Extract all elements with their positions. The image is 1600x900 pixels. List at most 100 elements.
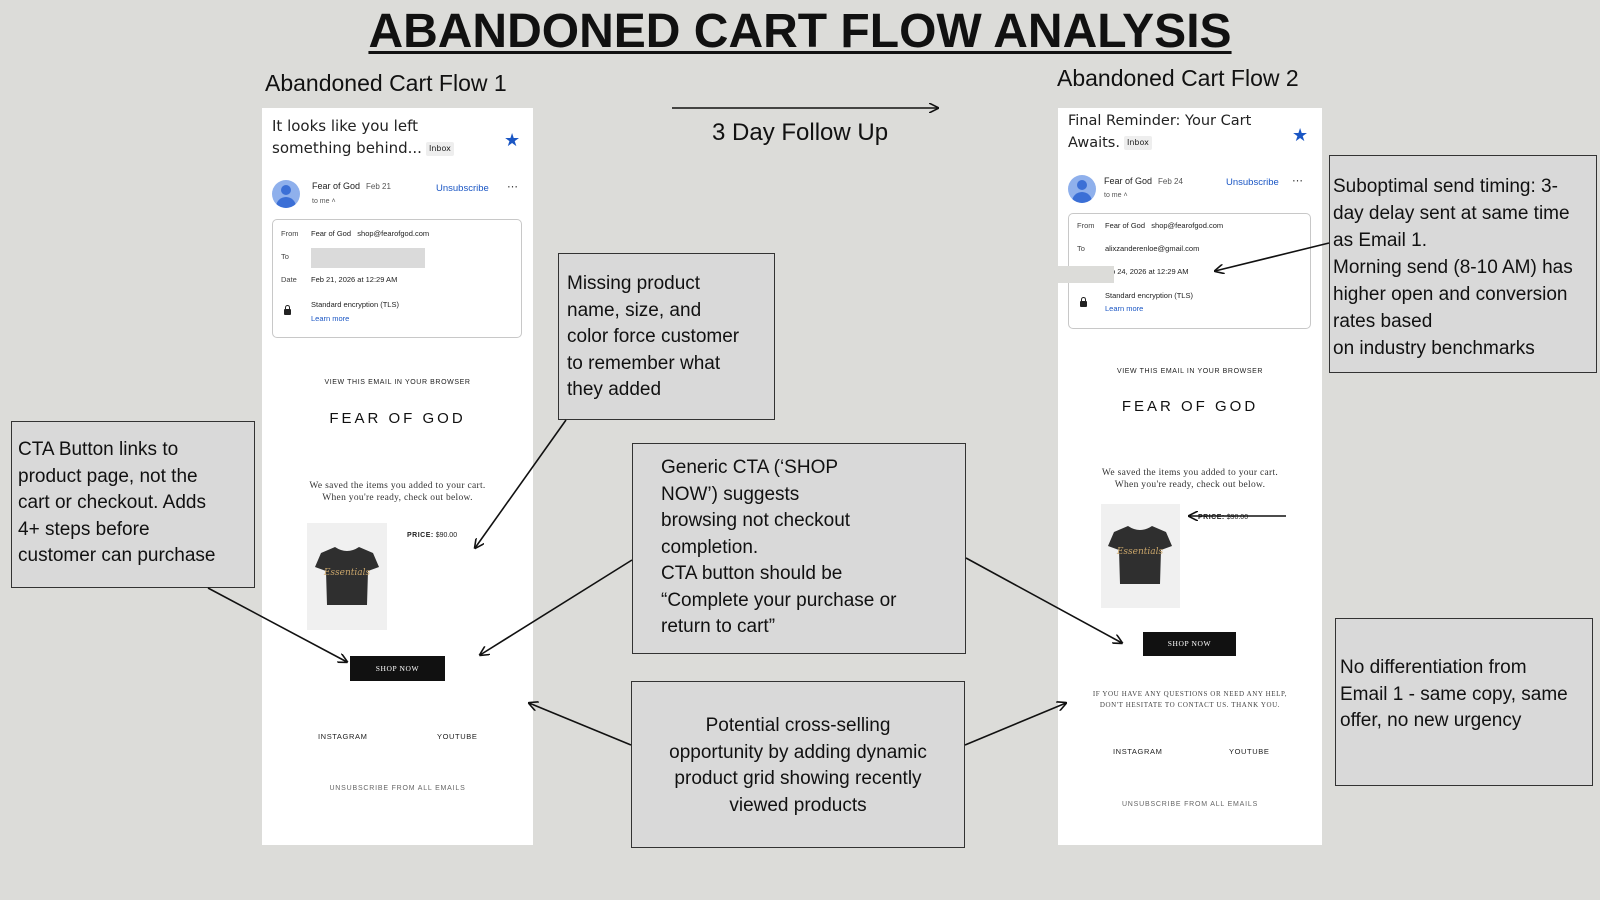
flow1-heading: Abandoned Cart Flow 1 [265, 70, 507, 96]
instagram-link[interactable]: INSTAGRAM [318, 732, 368, 741]
chevron-up-icon: ˄ [1123, 192, 1128, 199]
contact-message: IF YOU HAVE ANY QUESTIONS OR NEED ANY HE… [1058, 689, 1322, 711]
date-label: Date [281, 275, 297, 284]
from-value: Fear of God shop@fearofgod.com [311, 229, 429, 238]
sender-date: Feb 24 [1158, 177, 1183, 186]
avatar [272, 180, 300, 208]
encryption-text: Standard encryption (TLS) [311, 300, 399, 309]
from-name: Fear of God [1105, 221, 1146, 230]
lock-icon [284, 305, 291, 315]
chevron-up-icon: ˄ [331, 198, 336, 205]
more-options-icon[interactable]: ⋯ [1292, 175, 1303, 187]
arrow-cta-links [207, 587, 347, 662]
view-in-browser-link[interactable]: VIEW THIS EMAIL IN YOUR BROWSER [324, 379, 471, 386]
arrow-generic-cta-flow1 [480, 559, 633, 655]
sender-line: Fear of God Feb 21 [312, 181, 391, 191]
saved-text-line2: When you're ready, check out below. [322, 493, 473, 503]
price-line: PRICE: $90.00 [1198, 514, 1248, 521]
to-me-label: to me [1104, 192, 1122, 199]
annotation-generic-cta: Generic CTA (‘SHOP NOW’) suggests browsi… [632, 443, 966, 654]
price-value: $90.00 [435, 532, 458, 539]
price-line: PRICE: $90.00 [407, 532, 457, 539]
subject-text: Final Reminder: Your Cart Awaits. [1068, 113, 1252, 151]
star-icon[interactable]: ★ [1292, 125, 1309, 145]
arrow-cross-sell-flow1 [529, 703, 632, 746]
price-label: PRICE: [1198, 514, 1225, 521]
inbox-badge[interactable]: Inbox [425, 141, 454, 156]
redacted-recipient [311, 248, 425, 268]
svg-text:Essentials: Essentials [1116, 547, 1164, 557]
saved-text-line2: When you're ready, check out below. [1114, 480, 1266, 490]
to-me-toggle[interactable]: to me ˄ [312, 198, 336, 205]
price-label: PRICE: [407, 532, 434, 539]
unsubscribe-all-link[interactable]: UNSUBSCRIBE FROM ALL EMAILS [329, 785, 466, 792]
product-image[interactable]: Essentials [1101, 504, 1180, 608]
star-icon[interactable]: ★ [504, 130, 521, 150]
brand-logo: FEAR OF GOD [329, 410, 466, 427]
tshirt-icon: Essentials [315, 547, 379, 605]
unsubscribe-link[interactable]: Unsubscribe [436, 183, 489, 194]
annotation-text: Potential cross-selling opportunity by a… [669, 715, 927, 816]
date-value: b 24, 2026 at 12:29 AM [1111, 267, 1189, 276]
flow2-heading: Abandoned Cart Flow 2 [1057, 65, 1299, 91]
follow-up-label: 3 Day Follow Up [712, 119, 889, 146]
shop-now-button[interactable]: SHOP NOW [1143, 632, 1236, 656]
sender-date: Feb 21 [366, 182, 391, 191]
annotation-text: Suboptimal send timing: 3- day delay sen… [1333, 176, 1573, 359]
annotation-send-timing: Suboptimal send timing: 3- day delay sen… [1329, 155, 1597, 373]
annotation-text: Missing product name, size, and color fo… [567, 273, 740, 400]
redaction-patch [1058, 266, 1114, 283]
product-image[interactable]: Essentials [307, 523, 387, 630]
tshirt-icon: Essentials [1108, 526, 1172, 584]
email-screenshot-flow2: Final Reminder: Your Cart Awaits.Inbox ★… [1058, 108, 1322, 845]
from-name: Fear of God [311, 229, 352, 238]
svg-text:Essentials: Essentials [323, 568, 371, 578]
arrow-missing-product [475, 419, 567, 548]
arrow-generic-cta-flow2 [965, 557, 1122, 643]
annotation-cta-links: CTA Button links to product page, not th… [11, 421, 255, 588]
brand-logo: FEAR OF GOD [1121, 398, 1259, 415]
arrow-cross-sell-flow2 [964, 703, 1066, 746]
saved-text-line1: We saved the items you added to your car… [1101, 468, 1279, 478]
annotation-text: No differentiation from Email 1 - same c… [1340, 657, 1568, 731]
more-options-icon[interactable]: ⋯ [507, 181, 518, 193]
date-value: Feb 21, 2026 at 12:29 AM [311, 275, 398, 284]
annotation-missing-product-info: Missing product name, size, and color fo… [558, 253, 775, 420]
email-subject: It looks like you left something behind.… [272, 115, 492, 159]
shop-now-button[interactable]: SHOP NOW [350, 656, 445, 681]
subject-text: It looks like you left something behind.… [272, 117, 422, 157]
to-me-label: to me [312, 198, 330, 205]
price-value: $90.00 [1226, 514, 1249, 521]
lock-icon [1080, 297, 1087, 307]
page-title-text: ABANDONED CART FLOW ANALYSIS [368, 5, 1232, 58]
from-email: shop@fearofgod.com [1151, 221, 1224, 230]
learn-more-link[interactable]: Learn more [1105, 304, 1144, 313]
to-label: To [1077, 244, 1085, 253]
view-in-browser-link[interactable]: VIEW THIS EMAIL IN YOUR BROWSER [1116, 368, 1264, 375]
email-details-panel: From Fear of God shop@fearofgod.com To D… [272, 219, 522, 338]
sender-name: Fear of God [1104, 176, 1153, 186]
email-subject: Final Reminder: Your Cart Awaits.Inbox [1068, 110, 1268, 154]
inbox-badge[interactable]: Inbox [1123, 136, 1152, 150]
email-screenshot-flow1: It looks like you left something behind.… [262, 108, 533, 845]
questions-line2: DON'T HESITATE TO CONTACT US. THANK YOU. [1099, 701, 1281, 709]
annotation-no-differentiation: No differentiation from Email 1 - same c… [1335, 618, 1593, 786]
learn-more-link[interactable]: Learn more [311, 314, 350, 323]
sender-line: Fear of God Feb 24 [1104, 176, 1183, 186]
from-value: Fear of God shop@fearofgod.com [1105, 221, 1223, 230]
to-label: To [281, 252, 289, 261]
annotation-text: Generic CTA (‘SHOP NOW’) suggests browsi… [661, 457, 897, 637]
youtube-link[interactable]: YOUTUBE [437, 732, 478, 741]
annotation-cross-sell: Potential cross-selling opportunity by a… [631, 681, 965, 848]
instagram-link[interactable]: INSTAGRAM [1113, 747, 1163, 756]
to-value: alixzanderenloe@gmail.com [1105, 244, 1200, 253]
saved-cart-message: We saved the items you added to your car… [262, 480, 533, 504]
unsubscribe-all-link[interactable]: UNSUBSCRIBE FROM ALL EMAILS [1121, 801, 1259, 808]
sender-name: Fear of God [312, 181, 361, 191]
to-me-toggle[interactable]: to me ˄ [1104, 192, 1128, 199]
youtube-link[interactable]: YOUTUBE [1229, 747, 1270, 756]
from-label: From [281, 229, 299, 238]
unsubscribe-link[interactable]: Unsubscribe [1226, 177, 1279, 188]
saved-cart-message: We saved the items you added to your car… [1058, 467, 1322, 491]
